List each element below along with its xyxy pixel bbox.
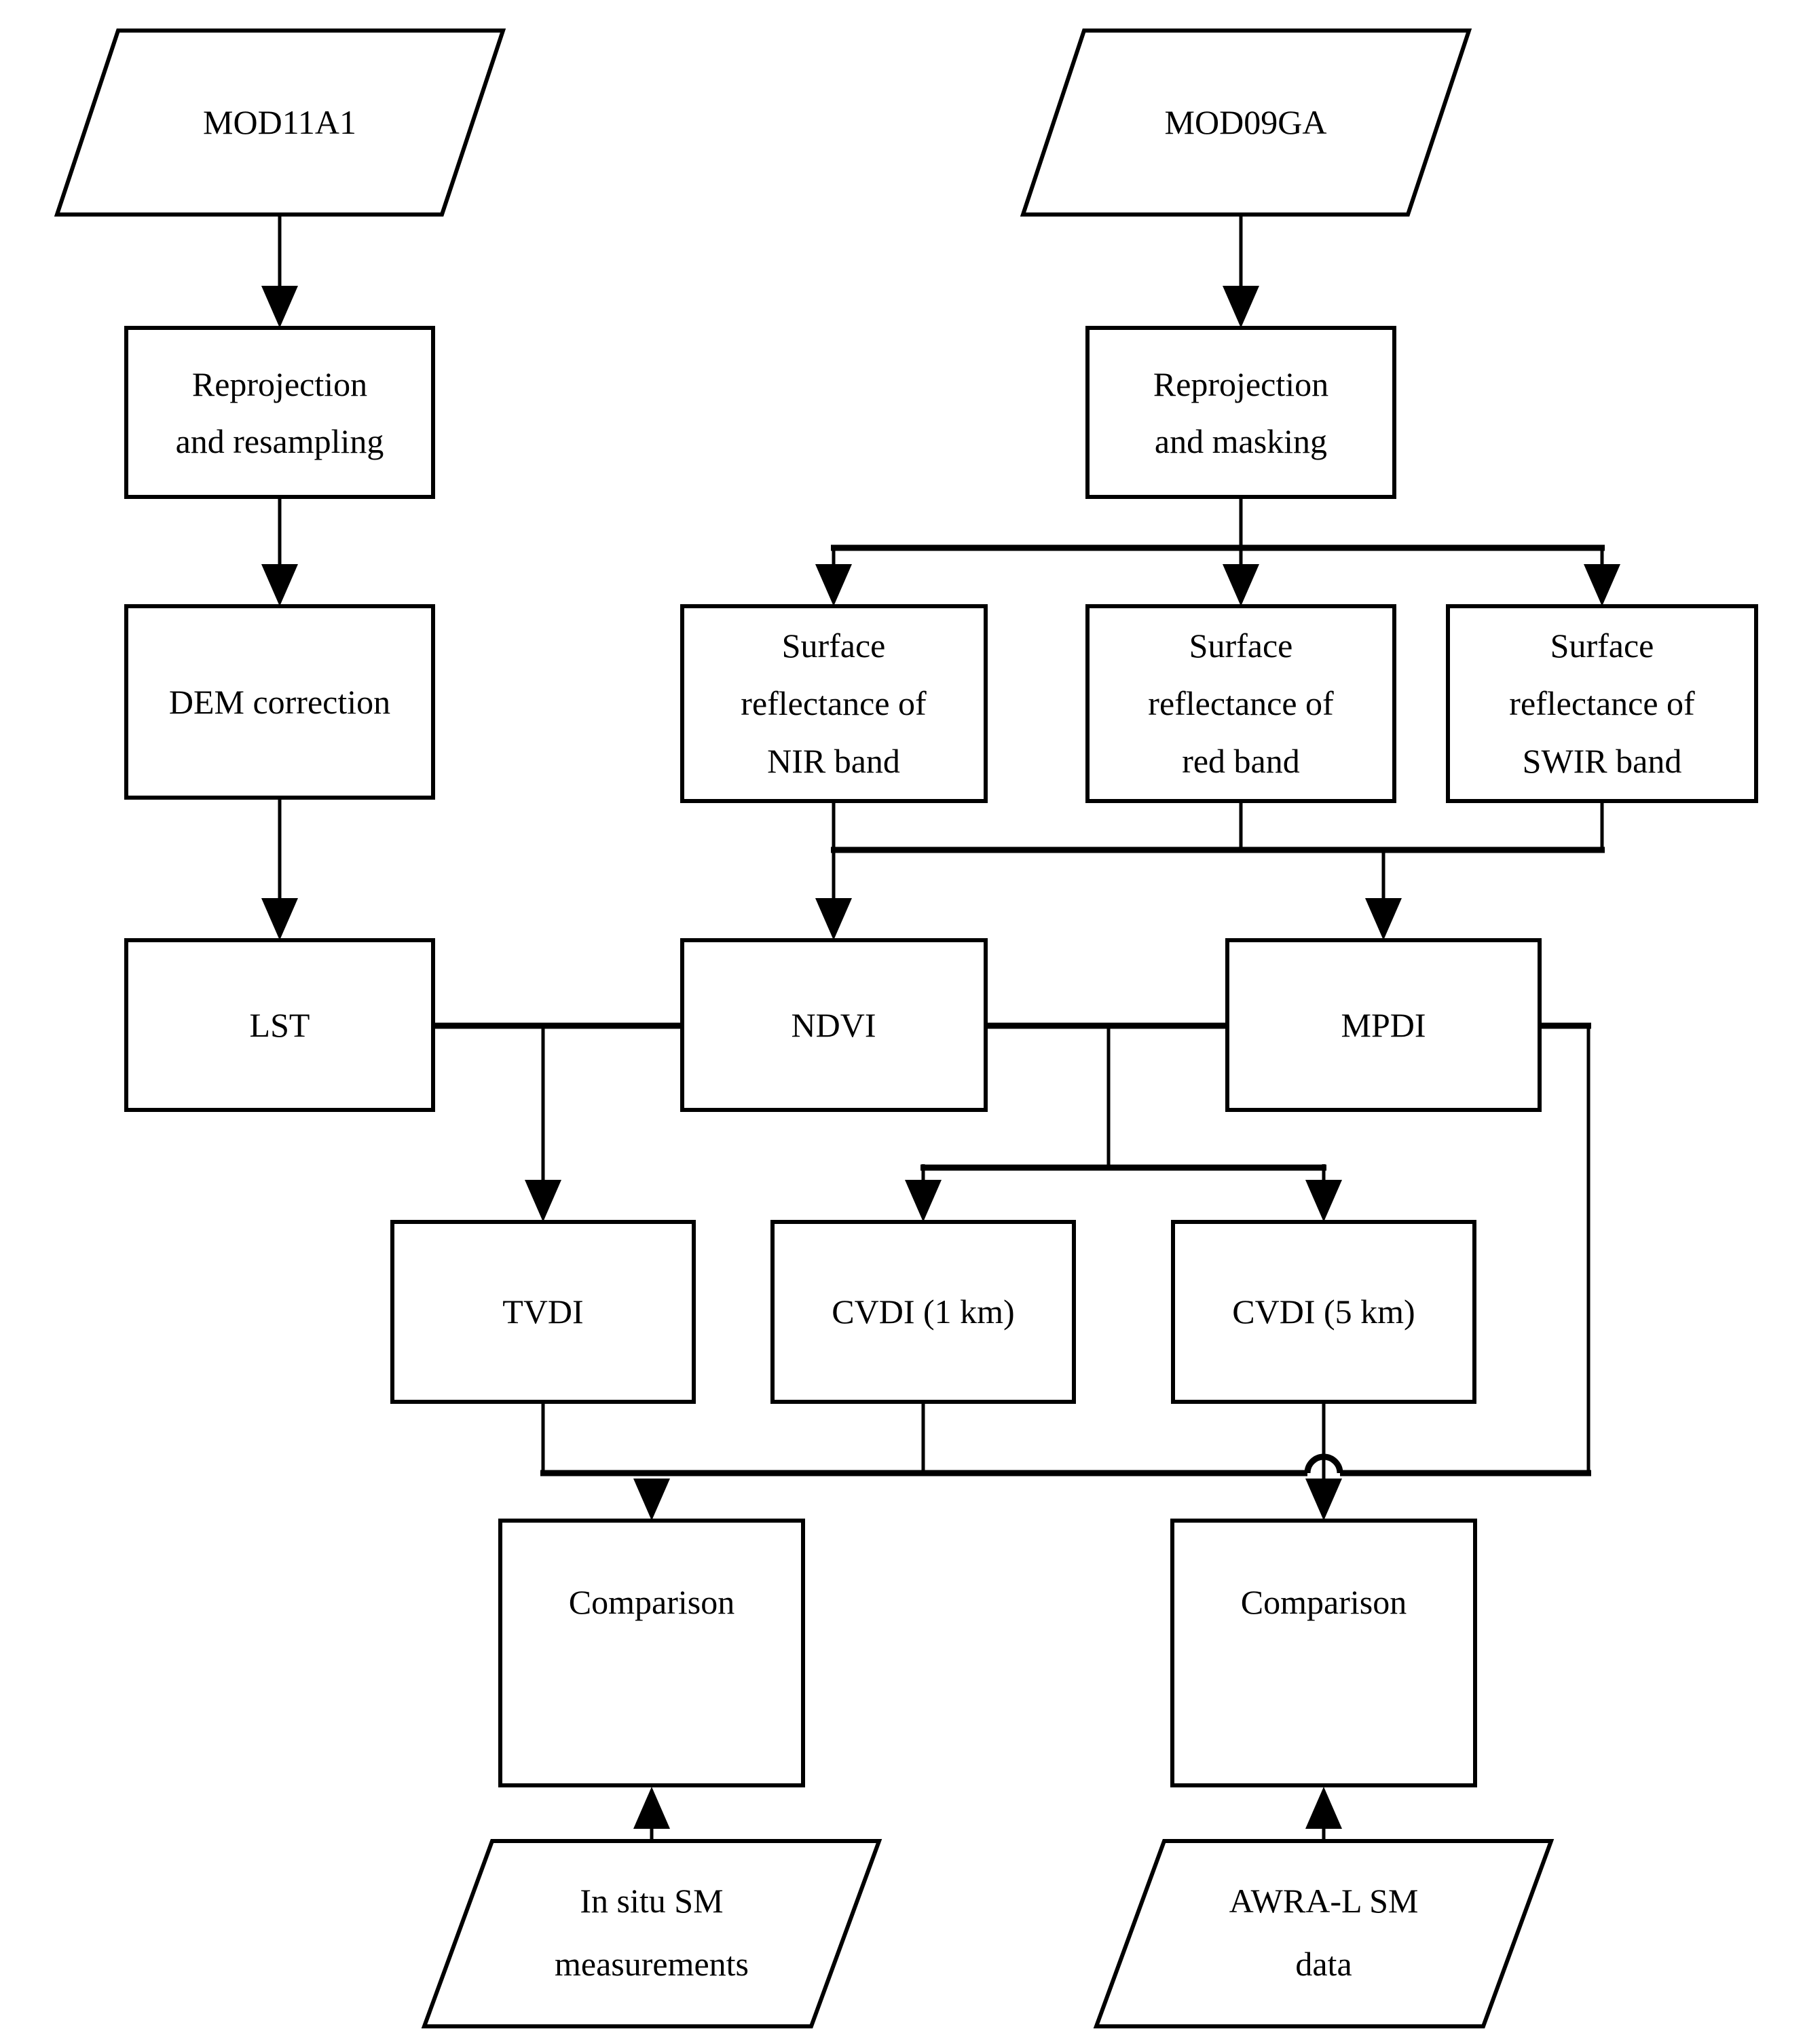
tvdi-label: TVDI — [502, 1293, 583, 1331]
node-surface-reflectance-red: Surface reflectance of red band — [1085, 604, 1396, 803]
ndvi-box — [680, 938, 988, 1112]
comparison-left-box — [498, 1519, 805, 1787]
arrowhead-into-surface-reflectance-red — [1223, 564, 1259, 606]
surface-reflectance-red-line2: reflectance of — [1148, 684, 1334, 722]
node-cvdi-1km: CVDI (1 km) — [770, 1220, 1076, 1404]
node-mod09ga: MOD09GA — [1020, 29, 1472, 217]
surface-reflectance-swir-line3: SWIR band — [1523, 742, 1682, 780]
node-comparison-left: Comparison — [498, 1519, 805, 1787]
mpdi-box — [1225, 938, 1542, 1112]
arrowhead-into-surface-reflectance-swir — [1584, 564, 1620, 606]
surface-reflectance-red-line3: red band — [1182, 742, 1300, 780]
arrowhead-into-reprojection-masking — [1223, 286, 1259, 328]
node-tvdi: TVDI — [390, 1220, 696, 1404]
node-ndvi: NDVI — [680, 938, 988, 1112]
surface-reflectance-nir-line2: reflectance of — [741, 684, 927, 722]
comparison-right-label: Comparison — [1241, 1583, 1407, 1621]
comparison-left-label: Comparison — [569, 1583, 734, 1621]
awra-l-sm-line2: data — [1295, 1945, 1352, 1983]
surface-reflectance-swir-box — [1446, 604, 1758, 803]
cvdi-5km-box — [1171, 1220, 1476, 1404]
surface-reflectance-nir-box — [680, 604, 988, 803]
node-surface-reflectance-swir: Surface reflectance of SWIR band — [1446, 604, 1758, 803]
surface-reflectance-swir-line2: reflectance of — [1509, 684, 1695, 722]
arrowhead-into-surface-reflectance-nir — [815, 564, 852, 606]
arrowhead-into-reprojection-resampling — [261, 286, 298, 328]
line-crossover-hop — [1304, 1453, 1343, 1474]
node-in-situ-sm: In situ SM measurements — [421, 1839, 882, 2028]
in-situ-sm-line2: measurements — [555, 1945, 749, 1983]
node-surface-reflectance-nir: Surface reflectance of NIR band — [680, 604, 988, 803]
nodes: MOD11A1 MOD09GA Reprojection and resampl… — [54, 29, 1758, 2028]
reprojection-resampling-box — [124, 326, 435, 499]
mod11a1-label: MOD11A1 — [203, 103, 356, 141]
node-dem-correction: DEM correction — [124, 604, 435, 800]
comparison-right-box — [1170, 1519, 1477, 1787]
node-mod11a1: MOD11A1 — [54, 29, 506, 217]
arrowheads — [261, 286, 1620, 1829]
bus-lines — [433, 544, 1605, 1476]
tvdi-box — [390, 1220, 696, 1404]
arrowhead-into-cvdi-5km — [1305, 1180, 1342, 1222]
awra-l-sm-line1: AWRA-L SM — [1229, 1882, 1419, 1920]
cvdi-5km-label: CVDI (5 km) — [1232, 1293, 1415, 1331]
arrowhead-into-ndvi — [815, 898, 852, 940]
surface-reflectance-nir-line3: NIR band — [767, 742, 900, 780]
node-reprojection-masking: Reprojection and masking — [1085, 326, 1396, 499]
arrowhead-into-dem-correction — [261, 564, 298, 606]
mpdi-label: MPDI — [1341, 1006, 1426, 1044]
cvdi-1km-box — [770, 1220, 1076, 1404]
reprojection-resampling-line1: Reprojection — [192, 365, 367, 403]
node-mpdi: MPDI — [1225, 938, 1542, 1112]
surface-reflectance-nir-line1: Surface — [782, 627, 886, 665]
arrowhead-into-comparison-left — [633, 1479, 670, 1521]
arrowhead-insitu-up-into-comparison — [633, 1787, 670, 1829]
arrowhead-into-cvdi-1km — [905, 1180, 942, 1222]
mod11a1-parallelogram — [54, 29, 506, 217]
arrowhead-into-tvdi — [525, 1180, 561, 1222]
node-lst: LST — [124, 938, 435, 1112]
arrowhead-awral-up-into-comparison — [1305, 1787, 1342, 1829]
reprojection-masking-box — [1085, 326, 1396, 499]
reprojection-resampling-line2: and resampling — [176, 422, 384, 460]
dem-correction-box — [124, 604, 435, 800]
lst-box — [124, 938, 435, 1112]
reprojection-masking-line1: Reprojection — [1153, 365, 1328, 403]
ndvi-label: NDVI — [792, 1006, 876, 1044]
surface-reflectance-red-box — [1085, 604, 1396, 803]
surface-reflectance-swir-line1: Surface — [1550, 627, 1654, 665]
awra-l-sm-parallelogram — [1093, 1839, 1555, 2028]
arrowhead-into-comparison-right — [1305, 1479, 1342, 1521]
arrowhead-into-lst — [261, 898, 298, 940]
dem-correction-label: DEM correction — [169, 683, 390, 721]
cvdi-1km-label: CVDI (1 km) — [832, 1293, 1014, 1331]
reprojection-masking-line2: and masking — [1155, 422, 1327, 460]
mod09ga-parallelogram — [1020, 29, 1472, 217]
arrowhead-into-mpdi — [1365, 898, 1402, 940]
node-awra-l-sm: AWRA-L SM data — [1093, 1839, 1555, 2028]
lst-label: LST — [250, 1006, 310, 1044]
in-situ-sm-line1: In situ SM — [580, 1882, 723, 1920]
node-cvdi-5km: CVDI (5 km) — [1171, 1220, 1476, 1404]
surface-reflectance-red-line1: Surface — [1189, 627, 1293, 665]
node-reprojection-resampling: Reprojection and resampling — [124, 326, 435, 499]
node-comparison-right: Comparison — [1170, 1519, 1477, 1787]
in-situ-sm-parallelogram — [421, 1839, 882, 2028]
mod09ga-label: MOD09GA — [1165, 103, 1327, 141]
